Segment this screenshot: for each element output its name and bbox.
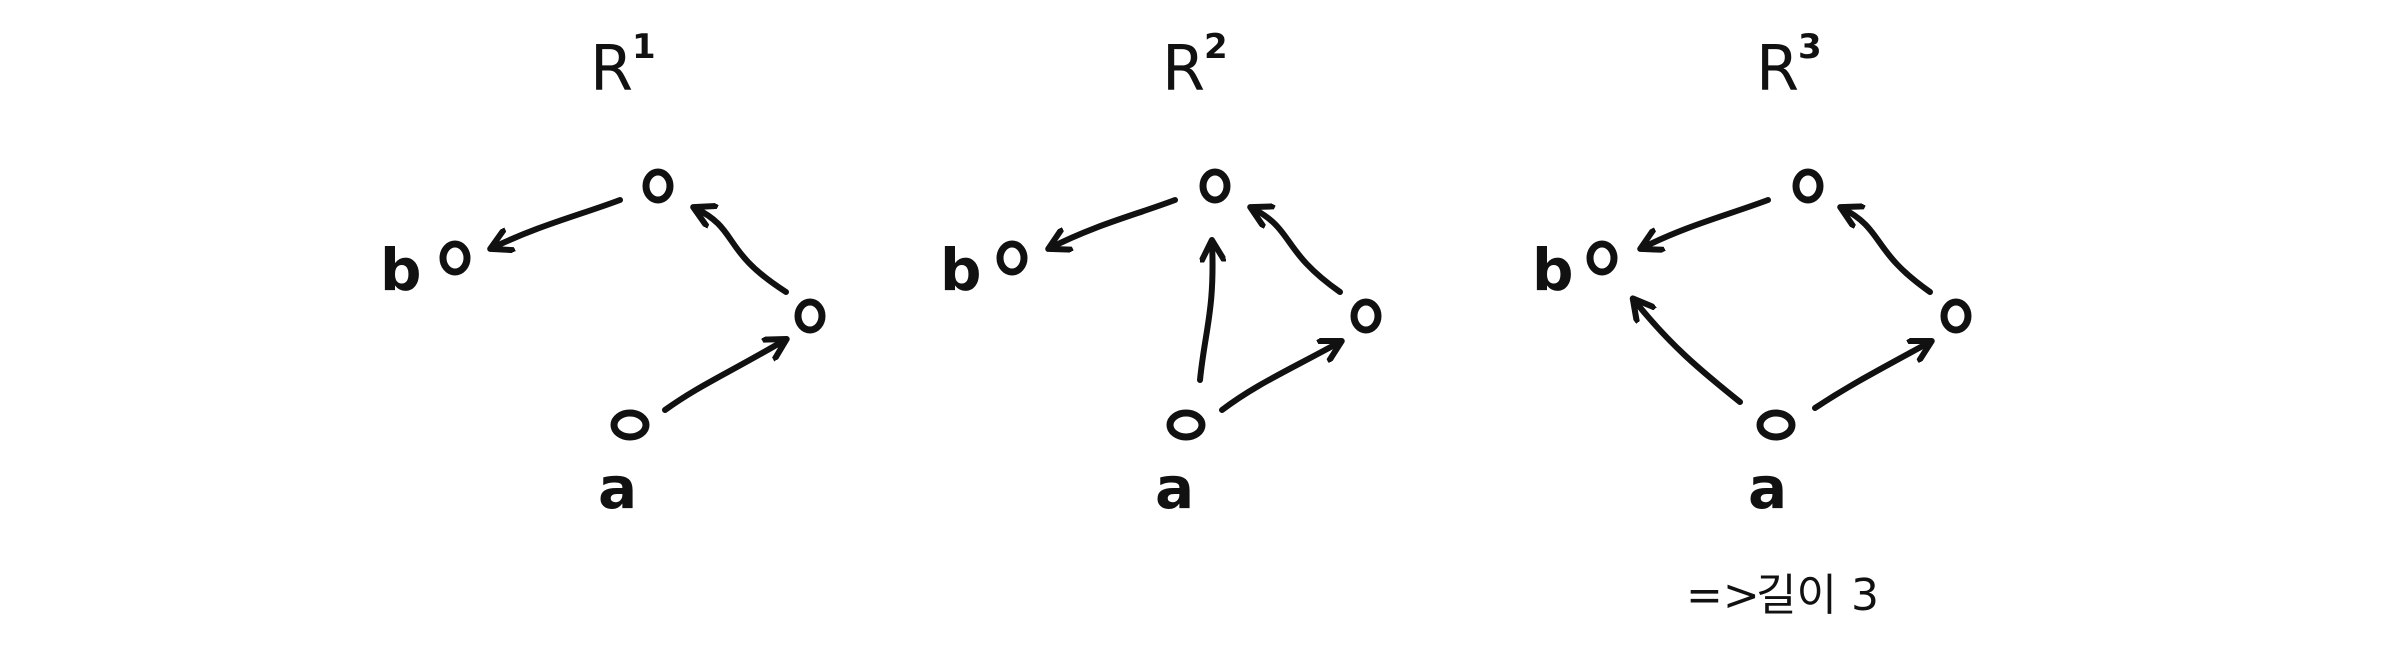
panel-r2: R 2 b a	[940, 27, 1382, 522]
edge-a-to-right	[1219, 342, 1340, 413]
node-top	[642, 168, 674, 204]
panel-r3: R 3 b a => 길이 3	[1532, 27, 1972, 621]
node-top	[1199, 168, 1231, 204]
edge-top-to-b	[1050, 197, 1178, 248]
panel-r1-title: R	[590, 32, 633, 105]
note-text: 길이 3	[1756, 570, 1879, 621]
edge-a-to-b	[1634, 300, 1743, 405]
node-a	[610, 409, 650, 441]
node-b-label: b	[1532, 236, 1574, 304]
node-a	[1756, 409, 1796, 441]
panel-r3-exponent: 3	[1798, 27, 1822, 67]
panel-r1-exponent: 1	[632, 27, 656, 67]
node-a	[1166, 409, 1206, 441]
node-right	[1940, 298, 1972, 334]
edge-right-to-top	[695, 208, 789, 295]
node-b	[996, 240, 1028, 276]
edge-right-to-top	[1842, 208, 1933, 295]
node-a-label: a	[1748, 454, 1787, 522]
panel-r2-exponent: 2	[1204, 27, 1228, 67]
node-a-label: a	[1155, 454, 1194, 522]
node-b	[1586, 240, 1618, 276]
panel-r3-title: R	[1756, 32, 1799, 105]
edge-top-to-b	[492, 197, 623, 248]
node-right	[1350, 298, 1382, 334]
node-b	[439, 240, 471, 276]
edge-right-to-top	[1252, 208, 1343, 295]
edge-a-to-top	[1197, 242, 1213, 383]
edge-a-to-right	[662, 340, 785, 413]
node-a-label: a	[598, 454, 637, 522]
node-top	[1792, 168, 1824, 204]
panel-r1: R 1 b a	[380, 27, 826, 522]
node-b-label: b	[380, 236, 422, 304]
node-right	[794, 298, 826, 334]
edge-top-to-b	[1642, 197, 1771, 248]
panel-r2-title: R	[1162, 32, 1205, 105]
node-b-label: b	[940, 236, 982, 304]
edge-a-to-right	[1812, 342, 1930, 411]
note-arrow: =>	[1686, 570, 1760, 621]
